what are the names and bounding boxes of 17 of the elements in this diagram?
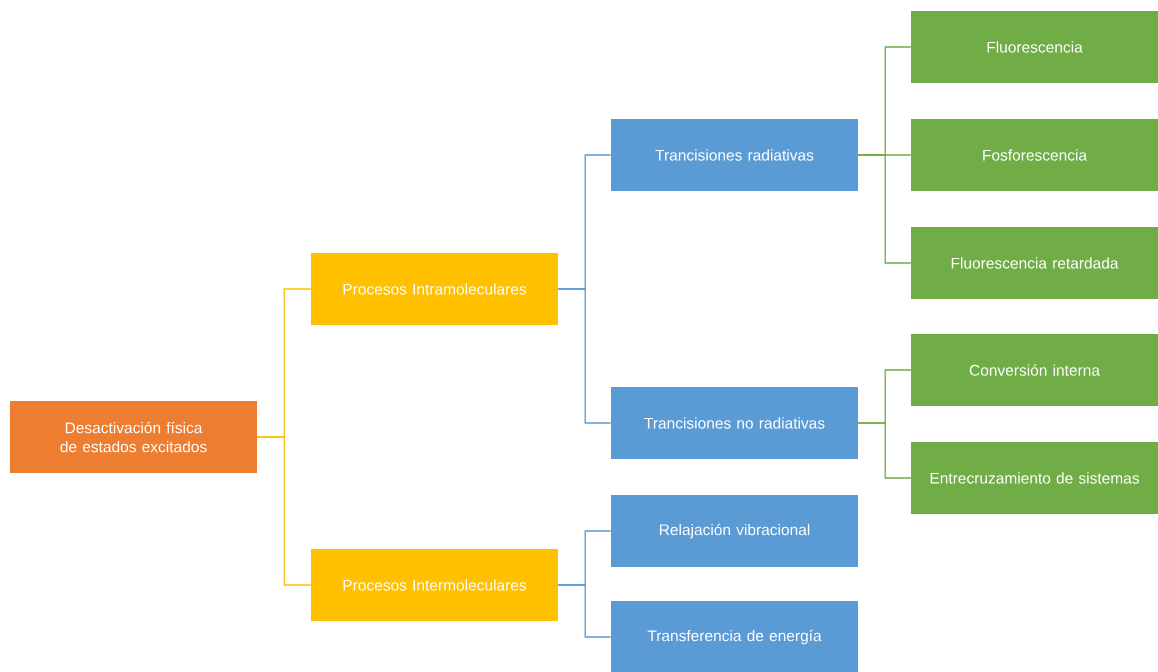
process-box: Procesos Intramoleculares (311, 253, 558, 325)
process-box: Transferencia de energía (611, 601, 858, 672)
connector (857, 422, 912, 479)
connector (857, 154, 912, 264)
connector (256, 436, 312, 586)
process-box: Conversión interna (911, 334, 1158, 406)
process-box: Fluorescencia retardada (911, 227, 1158, 299)
process-box: Relajación vibracional (611, 495, 858, 567)
process-box: Fosforescencia (911, 119, 1158, 191)
connector (557, 288, 612, 424)
connector (557, 584, 612, 638)
process-box: Trancisiones radiativas (611, 119, 858, 191)
process-box: Entrecruzamiento de sistemas (911, 442, 1158, 514)
process-box: Fluorescencia (911, 11, 1158, 83)
process-box: Trancisiones no radiativas (611, 387, 858, 459)
process-box: Desactivación física de estados excitados (10, 401, 257, 473)
process-box: Procesos Intermoleculares (311, 549, 558, 621)
